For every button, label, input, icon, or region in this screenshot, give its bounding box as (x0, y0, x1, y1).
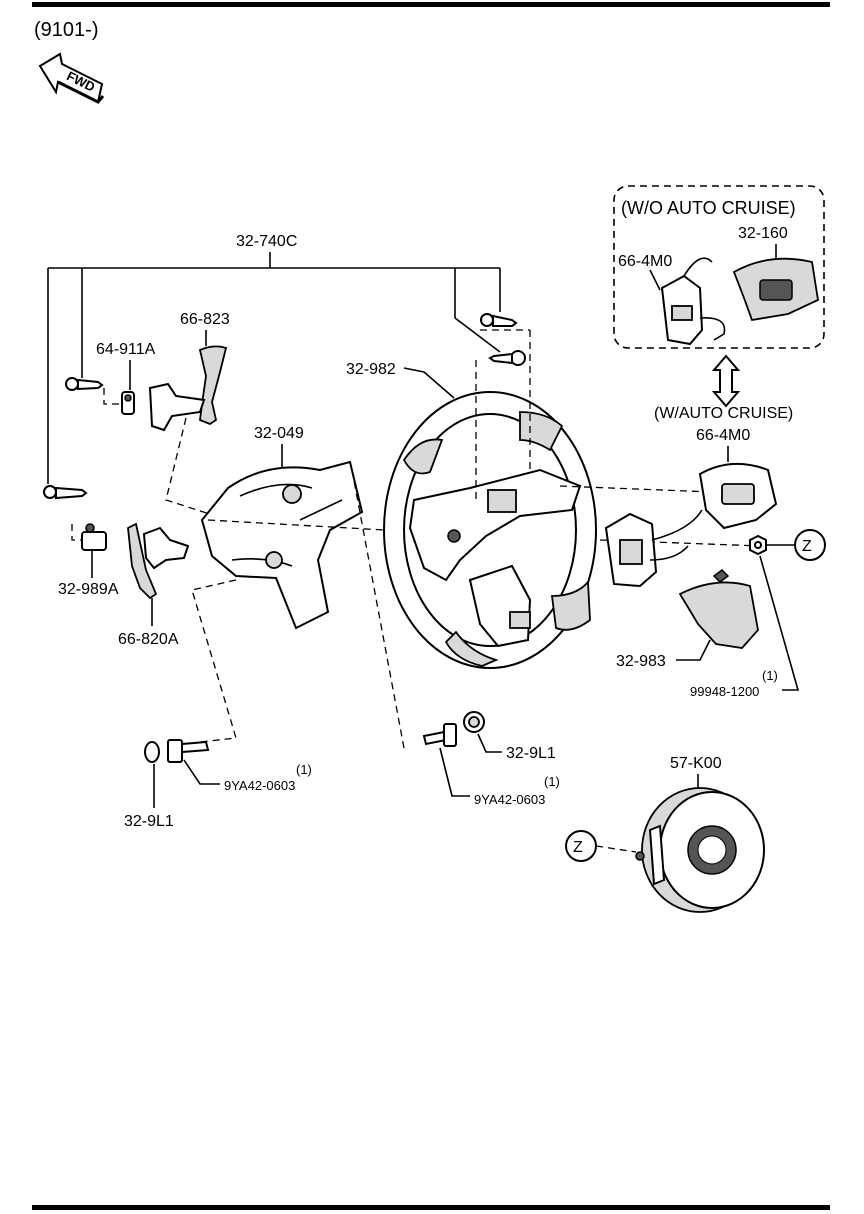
variant-box-title: (W/O AUTO CRUISE) (621, 198, 796, 218)
bottom-rule (32, 1205, 830, 1210)
paddle-66-823 (198, 345, 228, 426)
label-64-911A: 64-911A (96, 341, 156, 358)
screw-left-lower (43, 485, 88, 500)
switch-66-4M0-right (698, 462, 778, 530)
z-ref-right: Z (766, 529, 826, 561)
steering-wheel-32-982 (383, 391, 597, 669)
fwd-arrow-icon: FWD (38, 52, 105, 104)
washer-32-9L1-right (463, 711, 485, 733)
z-ref-right-label: Z (802, 538, 812, 555)
label-32-9L1-left: 32-9L1 (124, 813, 174, 830)
label-32-982: 32-982 (346, 361, 396, 378)
bolt-9YA42-0603-right (422, 723, 457, 747)
label-66-823: 66-823 (180, 311, 230, 328)
label-32-740C: 32-740C (236, 233, 297, 250)
screw-left-upper (65, 377, 104, 391)
variant-with-auto-cruise-title: (W/AUTO CRUISE) (654, 405, 793, 422)
label-32-160: 32-160 (738, 225, 788, 242)
label-66-4M0-box: 66-4M0 (618, 253, 672, 270)
variant-without-auto-cruise: (W/O AUTO CRUISE) 32-160 66-4M0 (613, 185, 825, 349)
label-66-820A: 66-820A (118, 631, 179, 648)
label-9YA42-right: 9YA42-0603 (474, 792, 545, 807)
label-66-4M0: 66-4M0 (696, 427, 750, 444)
qty-99948: (1) (762, 668, 778, 683)
screw-right-lower (488, 350, 526, 366)
model-code: (9101-) (34, 19, 98, 41)
bolt-9YA42-0603-left (167, 739, 210, 763)
top-rule (32, 2, 830, 7)
paddle-mount-bracket-lower (142, 526, 190, 570)
paddle-66-820A (127, 522, 158, 600)
z-ref-left: Z (565, 830, 645, 862)
label-99948-1200: 99948-1200 (690, 684, 759, 699)
label-32-989A: 32-989A (58, 581, 119, 598)
z-ref-left-label: Z (573, 839, 583, 856)
label-32-049: 32-049 (254, 425, 304, 442)
label-32-983: 32-983 (616, 653, 666, 670)
screw-right-upper (480, 313, 518, 327)
label-9YA42-left: 9YA42-0603 (224, 778, 295, 793)
qty-9YA42-right: (1) (544, 774, 560, 789)
label-32-9L1-right: 32-9L1 (506, 745, 556, 762)
label-57-K00: 57-K00 (670, 755, 722, 772)
tab-32-983 (712, 569, 730, 583)
double-arrow-icon (711, 354, 741, 408)
clip-64-911A (121, 391, 135, 415)
nut-99948-1200 (749, 534, 767, 556)
switch-66-4M0-left (604, 509, 703, 588)
cover-32-983 (678, 581, 759, 649)
washer-32-9L1-left (144, 741, 160, 763)
bracket-32-740C: 32-740C (47, 233, 501, 484)
airbag-module-57-K00 (641, 787, 765, 913)
paddle-mount-bracket (148, 382, 206, 432)
qty-9YA42-left: (1) (296, 762, 312, 777)
rear-cover-32-049 (200, 460, 364, 630)
switch-32-989A (81, 523, 107, 551)
